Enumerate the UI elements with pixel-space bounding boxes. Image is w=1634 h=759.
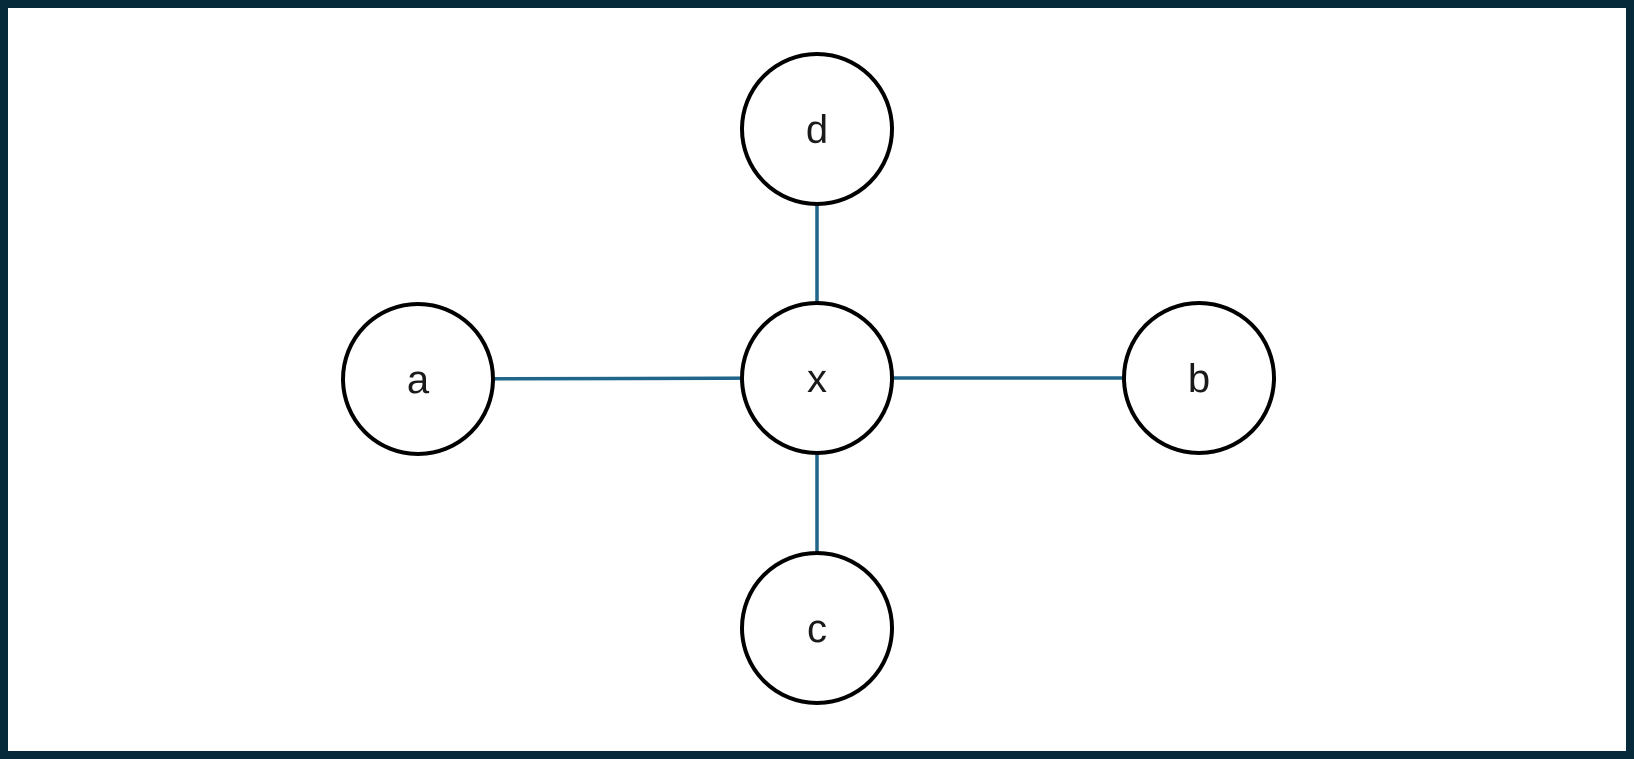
node-circle-c[interactable]: [740, 551, 894, 705]
node-circle-a[interactable]: [341, 302, 495, 456]
node-label-a: a: [407, 358, 430, 402]
graph-node-b[interactable]: b: [1122, 301, 1276, 455]
node-label-x: x: [807, 357, 827, 401]
graph-node-d[interactable]: d: [740, 52, 894, 206]
node-label-d: d: [806, 108, 828, 152]
graph-node-x[interactable]: x: [740, 301, 894, 455]
node-circle-b[interactable]: [1122, 301, 1276, 455]
graph-node-a[interactable]: a: [341, 302, 495, 456]
node-circle-d[interactable]: [740, 52, 894, 206]
node-label-c: c: [807, 607, 827, 651]
node-label-b: b: [1188, 357, 1210, 401]
node-circle-x[interactable]: [740, 301, 894, 455]
graph-node-c[interactable]: c: [740, 551, 894, 705]
